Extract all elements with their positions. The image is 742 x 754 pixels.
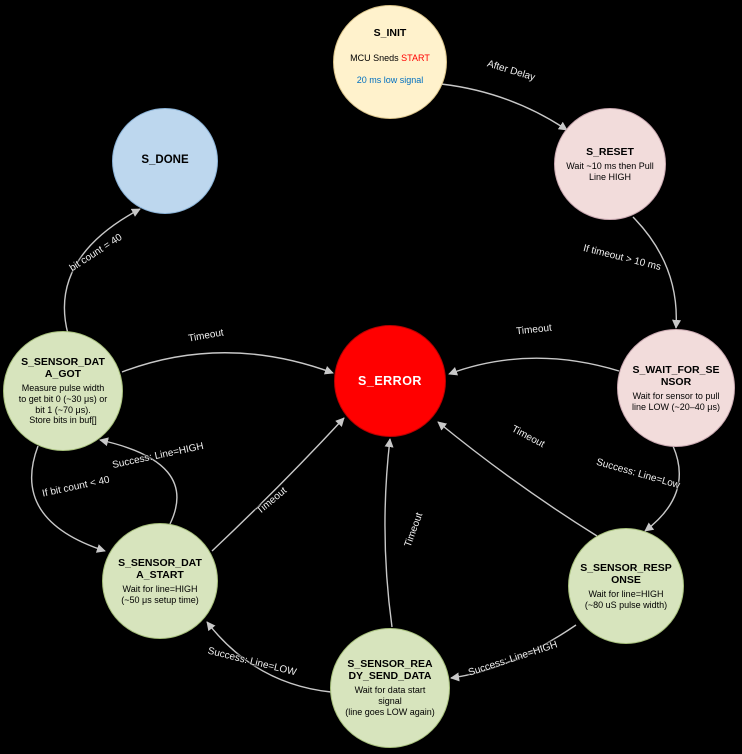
state-title: S_SENSOR_REA DY_SEND_DATA (347, 658, 433, 683)
state-body: MCU Sneds START 20 ms low signal (350, 43, 430, 97)
state-body: Measure pulse width to get bit 0 (~30 μs… (18, 382, 108, 426)
state-title: S_SENSOR_DAT A_START (118, 556, 202, 581)
state-title: S_ERROR (358, 373, 422, 388)
state-title: S_SENSOR_DAT A_GOT (21, 355, 105, 380)
edge-got-to-error (121, 352, 334, 375)
state-s-sensor-response: S_SENSOR_RESP ONSE Wait for line=HIGH (~… (568, 528, 684, 644)
state-body: Wait for sensor to pull line LOW (~20–40… (632, 390, 720, 412)
state-s-sensor-data-start: S_SENSOR_DAT A_START Wait for line=HIGH … (102, 523, 218, 639)
edge-wait-to-error (448, 357, 620, 376)
edge-reset-to-wait (632, 216, 682, 329)
state-title: S_RESET (586, 145, 634, 158)
init-body-signal-line: 20 ms low signal (356, 74, 424, 85)
edge-response-to-error (437, 421, 598, 537)
state-title: S_DONE (141, 154, 189, 167)
edge-start-to-error (211, 417, 345, 552)
edge-ready-to-error (384, 438, 394, 628)
state-s-reset: S_RESET Wait ~10 ms then Pull Line HIGH (554, 108, 666, 220)
init-body-start-keyword: START (401, 53, 430, 64)
state-s-error: S_ERROR (334, 325, 446, 437)
state-title: S_WAIT_FOR_SE NSOR (632, 363, 720, 388)
state-title: S_SENSOR_RESP ONSE (580, 561, 672, 586)
edge-got-to-done (63, 208, 141, 335)
state-s-init: S_INIT MCU Sneds START 20 ms low signal (333, 5, 447, 119)
edge-got-to-start (30, 445, 106, 553)
edge-start-to-got (99, 437, 178, 525)
state-s-done: S_DONE (112, 108, 218, 214)
init-body-prefix: MCU Sneds (350, 53, 402, 64)
edge-response-to-ready (450, 624, 577, 682)
state-s-sensor-ready-send-data: S_SENSOR_REA DY_SEND_DATA Wait for data … (330, 628, 450, 748)
state-s-sensor-data-got: S_SENSOR_DAT A_GOT Measure pulse width t… (3, 331, 123, 451)
state-title: S_INIT (373, 27, 407, 40)
state-s-wait-for-sensor: S_WAIT_FOR_SE NSOR Wait for sensor to pu… (617, 329, 735, 447)
edge-init-to-reset (440, 83, 568, 131)
edge-wait-to-response (644, 445, 680, 532)
init-body-line1: MCU Sneds START (350, 53, 430, 64)
edge-ready-to-start (206, 621, 332, 693)
state-body: Wait for line=HIGH (~80 uS pulse width) (584, 588, 668, 610)
state-body: Wait for data start signal (line goes LO… (345, 685, 435, 717)
state-body: Wait ~10 ms then Pull Line HIGH (566, 160, 654, 182)
state-body: Wait for line=HIGH (~50 μs setup time) (121, 583, 199, 605)
